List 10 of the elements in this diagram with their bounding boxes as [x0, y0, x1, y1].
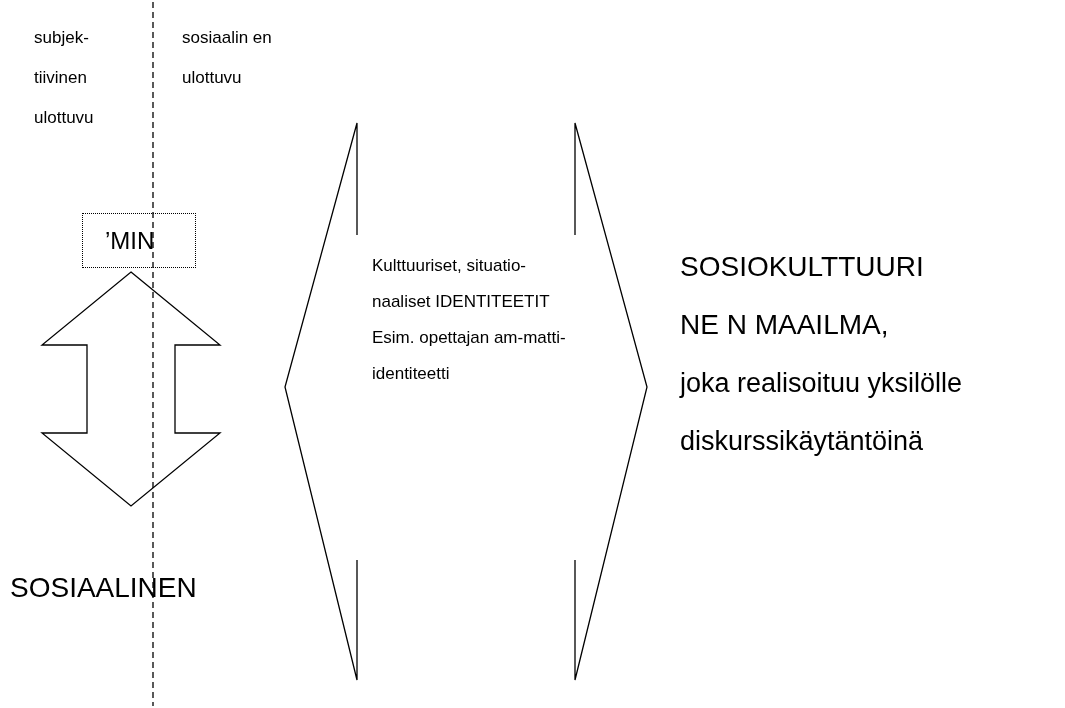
node-text: SOSIOKULTTUURINE N MAAILMA,: [680, 250, 925, 342]
dotted-box: [82, 213, 196, 268]
node-label: SOSIAALINEN: [10, 571, 198, 605]
node-text: joka realisoituu yksilölle diskurssikäytäntöinä: [680, 367, 964, 458]
axis-label: subjek- tiivinen ulottuvu: [34, 27, 95, 129]
node-text: Esim. opettajan am-matti-identiteetti: [372, 327, 567, 385]
node-label: ’MIN: [105, 226, 156, 256]
double-block-arrow: [40, 271, 222, 507]
axis-label: sosiaalin en ulottuvu: [182, 27, 273, 89]
node-text: Kulttuuriset, situatio-naaliset IDENTITEETIT: [372, 255, 551, 313]
